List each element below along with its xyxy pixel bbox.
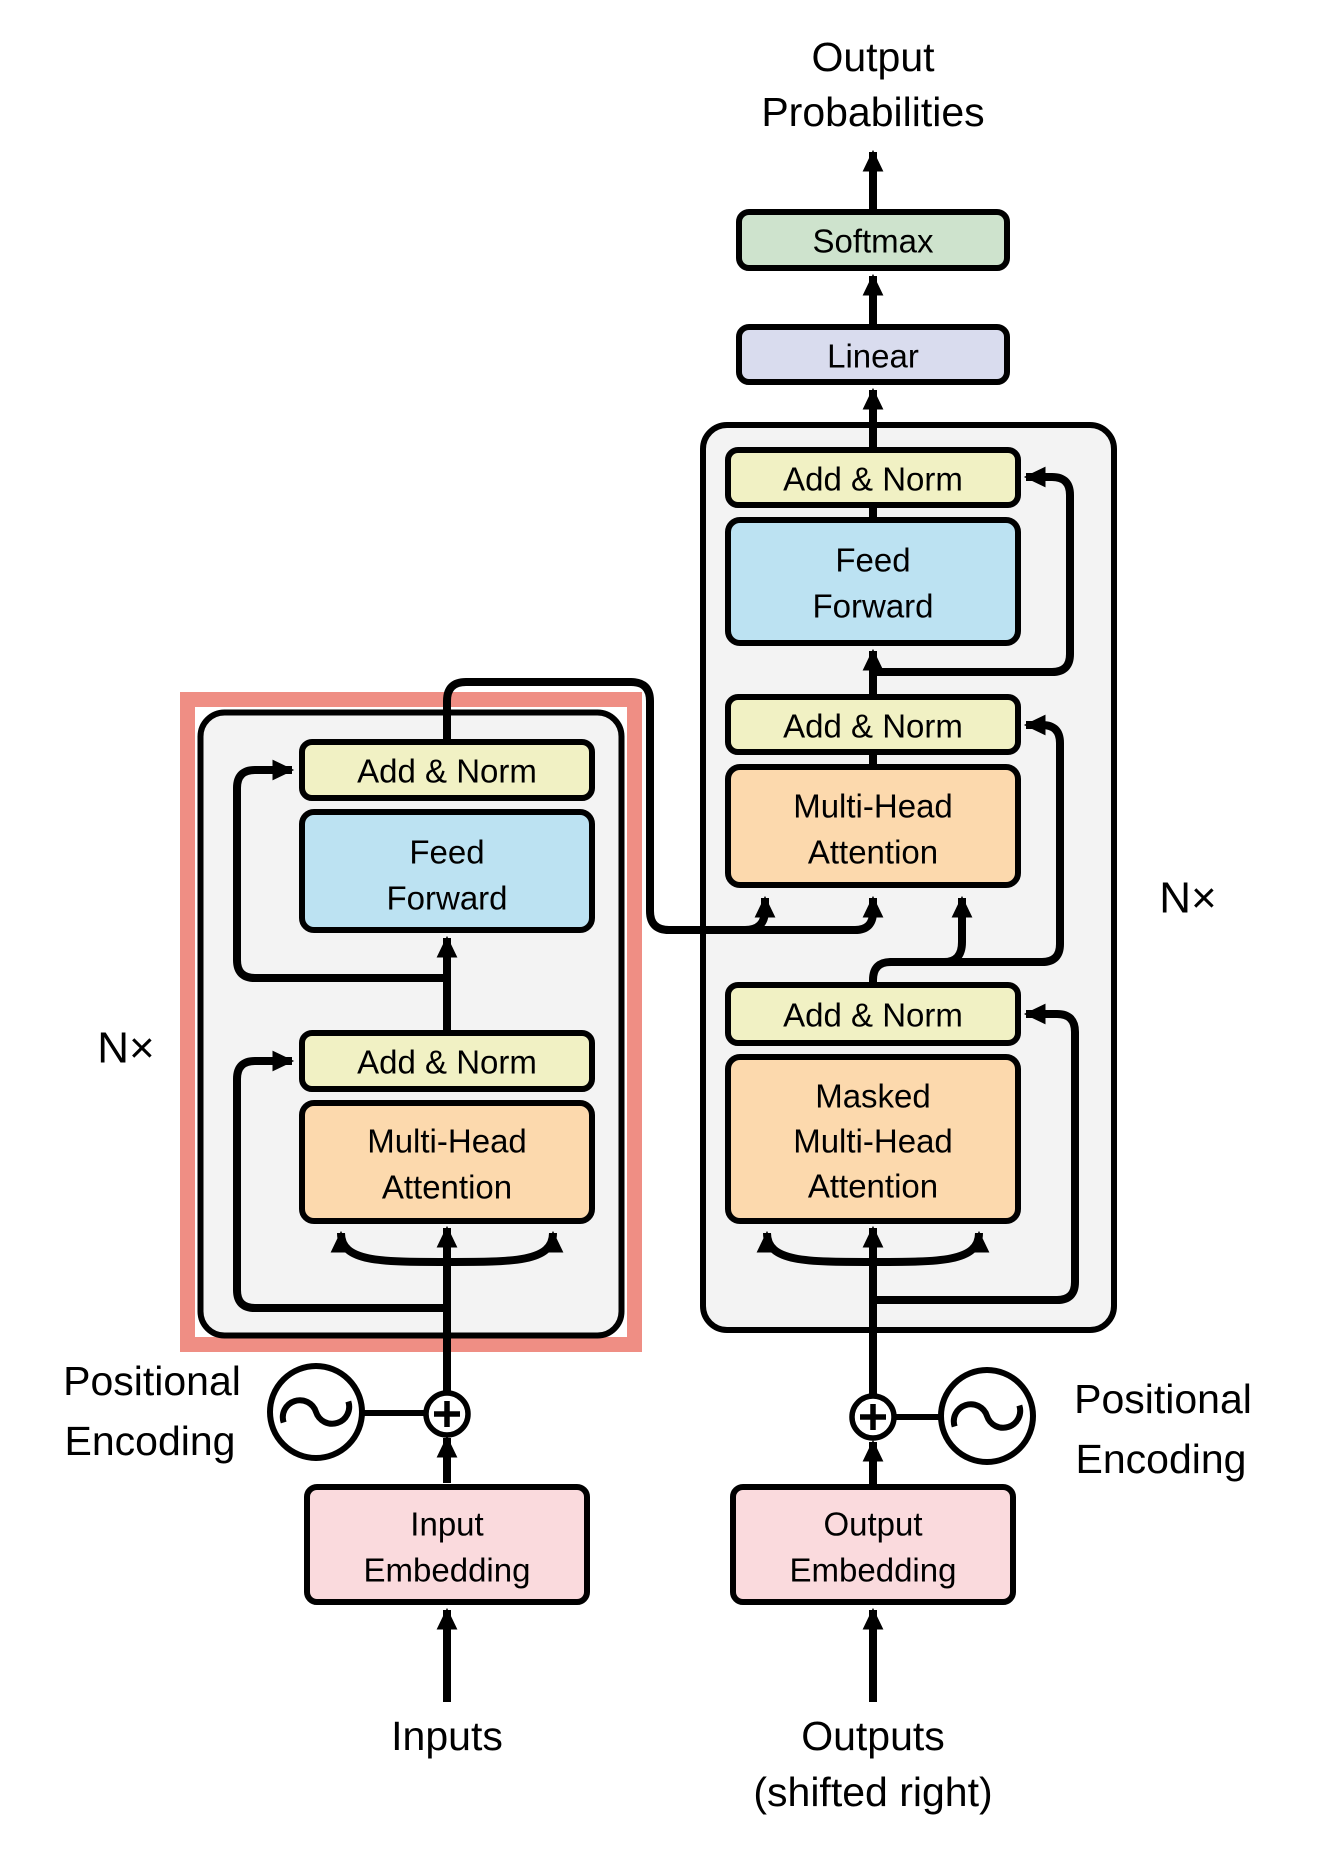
input-embedding-label-line1: Input — [410, 1506, 483, 1543]
decoder-feed-forward-label-line1: Feed — [835, 542, 910, 579]
linear-label: Linear — [827, 338, 919, 375]
masked-multi-head-attention-label-line2: Multi-Head — [793, 1123, 953, 1160]
input-embedding-box — [304, 1484, 590, 1605]
softmax-box — [736, 209, 1010, 271]
encoder-add-norm-top-box — [299, 739, 595, 801]
encoder-qkv-left-arrow — [330, 1230, 448, 1266]
decoder-feed-forward-box — [725, 517, 1021, 646]
encoder-feed-forward-label-line2: Forward — [386, 880, 507, 917]
decoder-query-branch-arrow — [943, 895, 973, 966]
outputs-label-line1: Outputs — [801, 1713, 945, 1759]
encoder-qkv-right-arrow — [446, 1230, 564, 1266]
encoder-add-norm-bottom-label: Add & Norm — [357, 1044, 537, 1081]
encoder-feed-forward-label-line1: Feed — [409, 834, 484, 871]
sine-wave-icon — [267, 1363, 365, 1461]
decoder-multi-head-attention-label-line2: Attention — [808, 834, 938, 871]
encoder-multi-head-attention-label-line2: Attention — [382, 1169, 512, 1206]
n-stack-right-label: N× — [1159, 874, 1216, 923]
input-embedding-label-line2: Embedding — [364, 1552, 531, 1589]
decoder-residual-lower — [873, 1003, 1079, 1304]
decoder-qkv-right-arrow — [872, 1230, 990, 1266]
masked-multi-head-attention-label-line3: Attention — [808, 1168, 938, 1205]
encoder-residual-upper — [233, 759, 447, 982]
encoder-output-to-decoder — [443, 678, 884, 934]
decoder-feed-forward-label-line2: Forward — [812, 588, 933, 625]
decoder-add-norm-middle-label: Add & Norm — [783, 708, 963, 745]
encoder-multi-head-attention-label-line1: Multi-Head — [367, 1123, 527, 1160]
encoder-highlight-frame — [180, 692, 642, 1352]
text-labels: Output Probabilities Softmax Linear Add … — [63, 34, 1252, 1815]
component-boxes — [299, 209, 1021, 1605]
encoder-feed-forward-box — [299, 809, 595, 933]
softmax-label: Softmax — [812, 223, 934, 260]
output-embedding-label-line1: Output — [823, 1506, 922, 1543]
decoder-add-norm-top-label: Add & Norm — [783, 461, 963, 498]
encoder-add-norm-bottom-box — [299, 1030, 595, 1092]
decoder-query-residual — [869, 714, 1064, 1043]
masked-multi-head-attention-box — [725, 1054, 1021, 1224]
decoder-residual-upper — [873, 466, 1074, 676]
encoder-residual-lower — [233, 1050, 447, 1312]
output-embedding-label-line2: Embedding — [790, 1552, 957, 1589]
decoder-add-norm-middle-box — [725, 694, 1021, 755]
decoder-add-norm-bottom-box — [725, 982, 1021, 1046]
output-probabilities-label-line2: Probabilities — [761, 89, 984, 135]
output-probabilities-label-line1: Output — [811, 34, 935, 80]
positional-encoding-left-label-line2: Encoding — [65, 1418, 236, 1464]
plus-glyph — [860, 1404, 886, 1430]
sine-wave-glyph — [950, 1401, 1024, 1431]
masked-multi-head-attention-label-line1: Masked — [815, 1078, 931, 1115]
encoder-kv-branch-arrow — [744, 895, 776, 934]
decoder-add-norm-top-box — [725, 447, 1021, 508]
positional-encoding-left-label-line1: Positional — [63, 1358, 241, 1404]
positional-encoding-right-group — [849, 1367, 1036, 1465]
inputs-label: Inputs — [391, 1713, 503, 1759]
outputs-label-line2: (shifted right) — [753, 1769, 992, 1815]
decoder-add-norm-bottom-label: Add & Norm — [783, 997, 963, 1034]
encoder-add-norm-top-label: Add & Norm — [357, 753, 537, 790]
positional-encoding-right-label-line2: Encoding — [1076, 1436, 1247, 1482]
encoder-block — [197, 709, 625, 1339]
n-stack-left-label: N× — [97, 1024, 154, 1073]
decoder-multi-head-attention-label-line1: Multi-Head — [793, 788, 953, 825]
output-embedding-box — [730, 1484, 1016, 1605]
plus-glyph — [434, 1401, 460, 1427]
encoder-multi-head-attention-box — [299, 1100, 595, 1224]
decoder-qkv-left-arrow — [756, 1230, 874, 1266]
decoder-multi-head-attention-box — [725, 764, 1021, 888]
linear-box — [736, 324, 1010, 385]
positional-encoding-right-label-line1: Positional — [1074, 1376, 1252, 1422]
positional-encoding-left-group — [267, 1363, 471, 1461]
